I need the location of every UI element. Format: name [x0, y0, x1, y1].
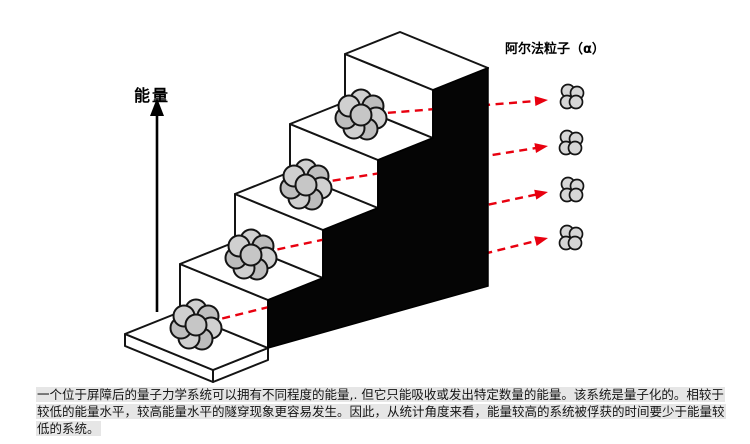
energy-axis	[150, 98, 164, 312]
caption-text-3: 低的系统。	[36, 421, 101, 436]
alpha-nucleon-icon	[568, 94, 584, 110]
nucleus-cluster-icon	[334, 88, 388, 141]
alpha-particle-icon	[558, 224, 584, 251]
caption-line-1: 一个位于屏障后的量子力学系统可以拥有不同程度的能量,. 但它只能吸收或发出特定数…	[36, 386, 728, 403]
energy-axis-arrowhead-icon	[150, 98, 164, 116]
nucleus-clusters	[169, 88, 388, 351]
nucleus-cluster-icon	[169, 298, 223, 351]
caption-text-1: 一个位于屏障后的量子力学系统可以拥有不同程度的能量,. 但它只能吸收或发出特定数…	[36, 387, 725, 402]
tunnel-arrowhead-icon	[534, 236, 548, 246]
barrier-face	[267, 66, 489, 349]
energy-axis-label: 能量	[134, 86, 171, 105]
nucleon-icon	[184, 313, 208, 337]
alpha-particles	[558, 83, 585, 251]
tunnel-arrowhead-icon	[534, 143, 548, 153]
alpha-particle-icon	[558, 129, 584, 156]
nucleon-icon	[239, 243, 263, 267]
nucleus-cluster-icon	[224, 228, 278, 281]
caption-line-2: 较低的能量水平，较高能量水平的隧穿现象更容易发生。因此，从统计角度来看，能量较高…	[36, 403, 728, 420]
tunnel-arrow-line	[250, 193, 538, 257]
nucleon-icon	[294, 173, 318, 197]
caption: 一个位于屏障后的量子力学系统可以拥有不同程度的能量,. 但它只能吸收或发出特定数…	[36, 386, 728, 437]
nucleus-cluster-icon	[279, 158, 333, 211]
caption-text-2: 较低的能量水平，较高能量水平的隧穿现象更容易发生。因此，从统计角度来看，能量较高…	[36, 404, 726, 419]
tunnel-arrowhead-icon	[534, 189, 548, 200]
alpha-particle-icon	[559, 83, 585, 110]
alpha-nucleon-icon	[567, 235, 583, 251]
alpha-nucleon-icon	[568, 187, 584, 203]
diagram-canvas: 能量 阿尔法粒子（α）	[124, 31, 605, 383]
nucleon-icon	[349, 103, 373, 127]
tunnel-arrow	[250, 189, 548, 257]
alpha-particle-icon	[559, 176, 585, 203]
tunnel-arrow	[305, 143, 548, 187]
diagram-svg	[124, 31, 585, 383]
alpha-particle-label: 阿尔法粒子（α）	[505, 42, 605, 57]
alpha-nucleon-icon	[567, 140, 583, 156]
caption-line-3: 低的系统。	[36, 420, 728, 437]
tunnel-arrowhead-icon	[534, 96, 548, 106]
tunnel-arrow-line	[305, 146, 538, 187]
